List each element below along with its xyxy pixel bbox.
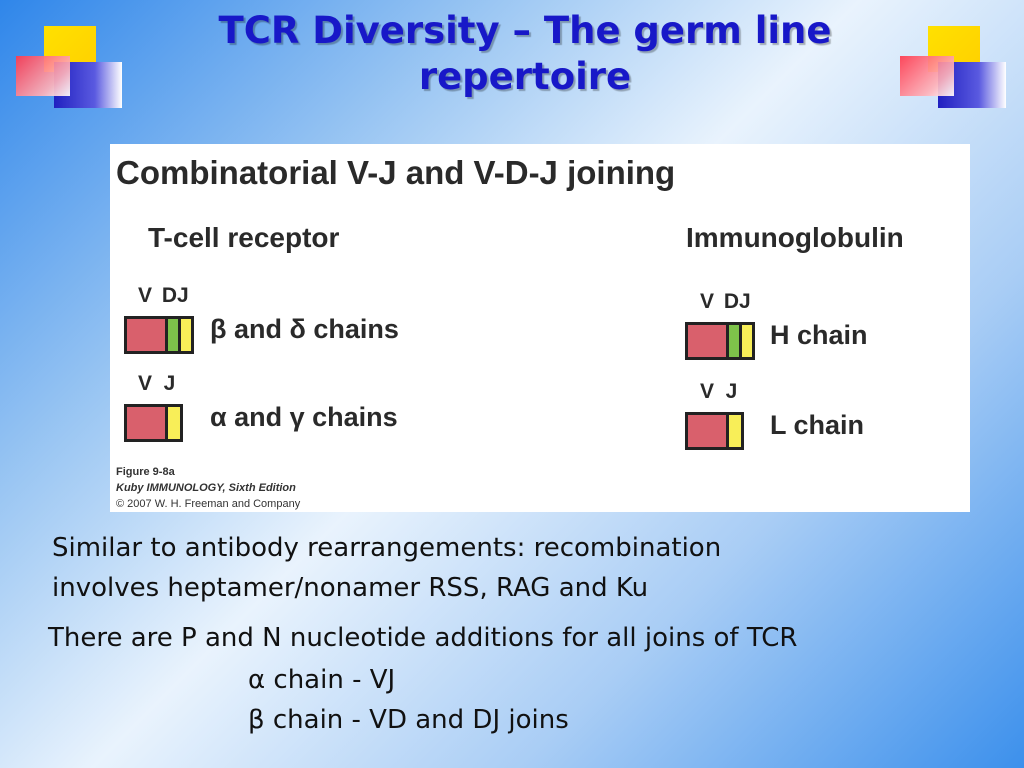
beta-chain-line: β chain - VD and DJ joins <box>248 700 569 740</box>
tcr-v-segment <box>124 404 168 442</box>
figure-copyright: © 2007 W. H. Freeman and Company <box>116 498 301 510</box>
tcr-alpha-gamma-label: α and γ chains <box>210 402 398 432</box>
ig-vj-segment-labels: V J <box>700 380 738 403</box>
ig-vdj-segment-labels: V DJ <box>700 290 751 313</box>
slide-title: TCR Diversity – The germ line repertoire <box>218 9 832 98</box>
tcr-vj-segment-labels: V J <box>138 372 176 395</box>
tcr-j-segment <box>165 404 183 442</box>
figure-panel: Combinatorial V-J and V-D-J joining T-ce… <box>110 144 970 512</box>
alpha-chain-line: α chain - VJ <box>248 660 395 700</box>
decorative-squares-right <box>900 26 1010 116</box>
tcr-beta-delta-label: β and δ chains <box>210 314 399 344</box>
beta-symbol: β <box>248 705 265 735</box>
body-line-3: There are P and N nucleotide additions f… <box>48 623 798 653</box>
alpha-symbol: α <box>248 665 266 695</box>
ig-h-chain-label: H chain <box>770 320 868 350</box>
figure-source: Kuby IMMUNOLOGY, Sixth Edition <box>116 482 296 494</box>
decorative-squares-left <box>16 26 126 116</box>
ig-v-segment <box>685 412 729 450</box>
tcr-header: T-cell receptor <box>148 222 340 253</box>
figure-number: Figure 9-8a <box>116 466 175 478</box>
ig-v-segment <box>685 322 729 360</box>
ig-j-segment <box>726 412 744 450</box>
ig-l-chain-label: L chain <box>770 410 865 440</box>
body-line-1: Similar to antibody rearrangements: reco… <box>52 533 722 563</box>
ig-j-segment <box>739 322 755 360</box>
ig-header: Immunoglobulin <box>686 222 904 253</box>
tcr-vdj-segment-labels: V DJ <box>138 284 189 307</box>
body-line-2: involves heptamer/nonamer RSS, RAG and K… <box>52 573 649 603</box>
tcr-j-segment <box>178 316 194 354</box>
tcr-v-segment <box>124 316 168 354</box>
figure-title: Combinatorial V-J and V-D-J joining <box>116 154 676 191</box>
beta-chain-text: chain - VD and DJ joins <box>264 705 569 735</box>
alpha-chain-text: chain - VJ <box>265 665 396 695</box>
